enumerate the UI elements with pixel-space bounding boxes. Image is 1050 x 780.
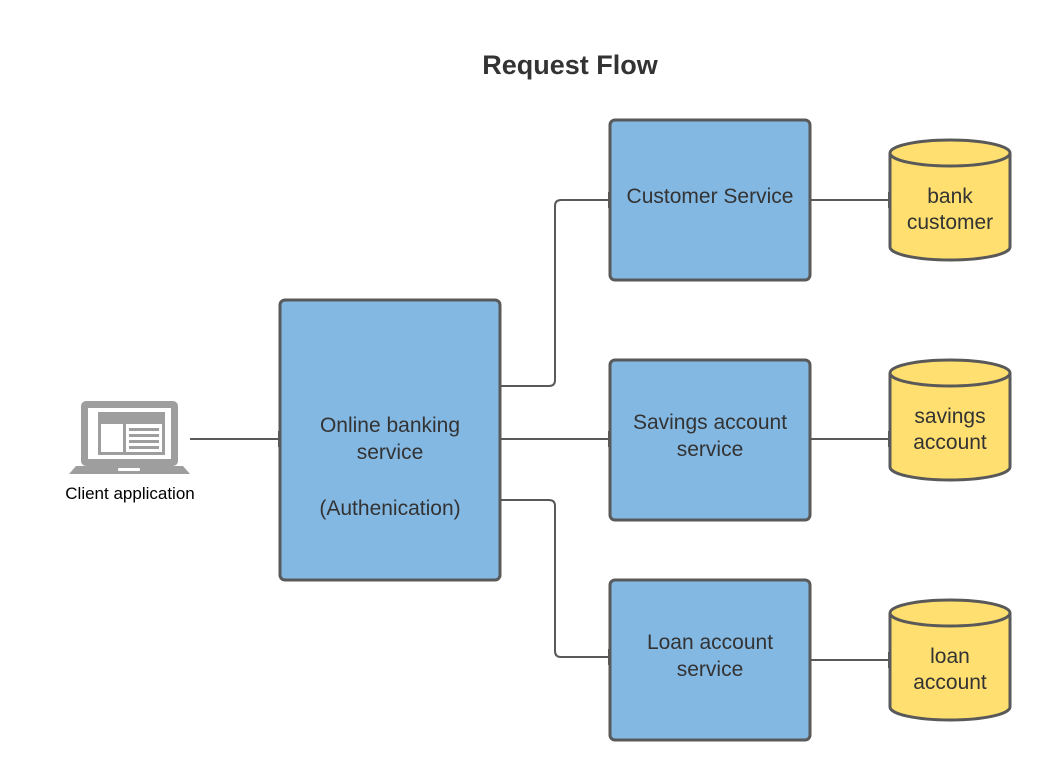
customer-service-label: Customer Service [627,185,794,208]
online-banking-service-label-line-2: service [357,441,424,464]
loan-account-service: Loan account service [608,578,812,742]
savings-account-database-label-line-2: account [913,431,987,454]
bank-customer-database-label-line-1: bank [927,185,973,208]
savings-account-service: Savings account service [608,358,812,522]
savings-account-service-label-line-1: Savings account [633,411,787,434]
connector-gateway-to-loan-service [501,499,611,658]
loan-account-service-label-line-1: Loan account [647,631,773,654]
loan-account-database-label-line-2: account [913,671,987,694]
bank-customer-database: bank customer [888,138,1012,262]
savings-account-service-label-line-2: service [677,438,744,461]
connector-gateway-to-customer-service [501,199,611,387]
bank-customer-database-label-line-2: customer [907,211,993,234]
online-banking-service-note: (Authenication) [319,497,460,520]
savings-account-database-label-line-1: savings [914,405,985,428]
connectors [190,199,890,661]
client-application-label: Client application [65,484,194,503]
diagram-title: Request Flow [482,50,659,80]
loan-account-database: loan account [888,598,1012,722]
customer-service: Customer Service [608,118,812,282]
loan-account-service-label-line-2: service [677,658,744,681]
savings-account-database: savings account [888,358,1012,482]
laptop-icon [69,401,190,474]
online-banking-service-label-line-1: Online banking [320,414,460,437]
online-banking-service: Online banking service (Authenication) [278,298,502,582]
client-application: Client application [65,401,195,503]
loan-account-database-label-line-1: loan [930,645,970,668]
